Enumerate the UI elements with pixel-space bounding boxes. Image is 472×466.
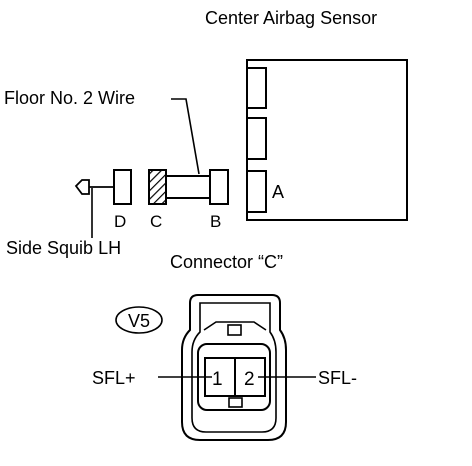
connector-b xyxy=(209,169,229,205)
svg-text:V5: V5 xyxy=(128,311,150,331)
pin-1-number: 1 xyxy=(212,369,223,390)
side-squib-lead xyxy=(74,179,114,195)
connector-code-badge: V5 xyxy=(115,306,163,334)
connector-letter-d: D xyxy=(114,212,126,231)
center-airbag-sensor-body xyxy=(246,59,408,221)
side-squib-label: Side Squib LH xyxy=(6,238,121,258)
floor-wire-tube xyxy=(165,175,211,199)
connector-letter-b: B xyxy=(210,212,221,231)
sensor-socket-a xyxy=(246,170,267,213)
connector-c xyxy=(148,169,167,205)
sensor-socket-middle xyxy=(246,117,267,160)
sensor-socket-top xyxy=(246,67,267,109)
pin-2-signal-label: SFL- xyxy=(318,368,357,388)
pin-1-signal-label: SFL+ xyxy=(92,368,136,388)
floor-wire-label: Floor No. 2 Wire xyxy=(4,88,135,108)
floor-wire-leader xyxy=(171,98,200,175)
connector-letter-c: C xyxy=(150,212,162,231)
pin-2-number: 2 xyxy=(244,369,255,390)
connector-letter-a: A xyxy=(272,182,284,202)
connector-d xyxy=(113,169,132,205)
connector-c-label: Connector “C” xyxy=(170,252,283,272)
connector-face xyxy=(181,294,287,441)
center-airbag-sensor-label: Center Airbag Sensor xyxy=(205,8,377,28)
